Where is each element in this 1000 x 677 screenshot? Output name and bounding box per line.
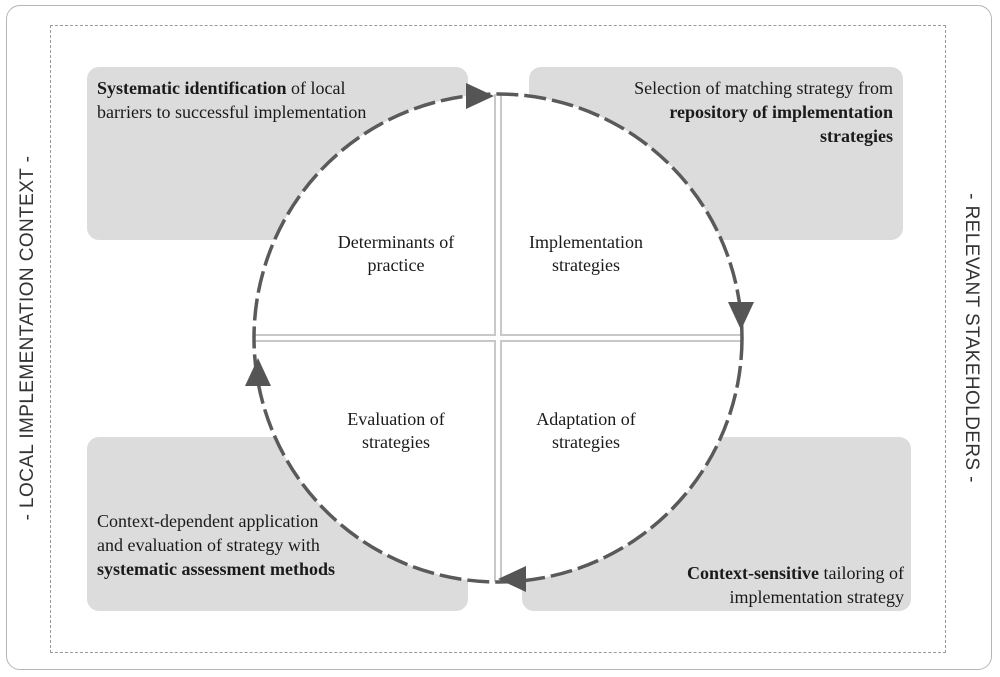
text-systematic-identification: Systematic identification of local barri…	[97, 76, 367, 124]
quadrant-determinants-line2: practice	[367, 255, 425, 275]
text-tailoring: Context-sensitive tailoring of implement…	[620, 561, 904, 609]
quadrant-evaluation-line2: strategies	[362, 432, 430, 452]
text-strategy-selection-lead: Selection of matching strategy from	[634, 78, 893, 98]
text-evaluation: Context-dependent application and evalua…	[97, 509, 347, 581]
text-evaluation-lead: Context-dependent application and evalua…	[97, 511, 320, 555]
outer-frame	[6, 5, 992, 670]
inner-dashed-frame	[50, 25, 946, 653]
quadrant-implementation-strategies: Implementation strategies	[496, 231, 676, 277]
local-implementation-context-label: - LOCAL IMPLEMENTATION CONTEXT -	[17, 155, 38, 521]
text-tailoring-rest: tailoring of implementation strategy	[729, 563, 904, 607]
quadrant-adaptation-line1: Adaptation of	[536, 409, 636, 429]
quadrant-implementation-line2: strategies	[552, 255, 620, 275]
quadrant-implementation-line1: Implementation	[529, 232, 643, 252]
quadrant-evaluation-of-strategies: Evaluation of strategies	[306, 408, 486, 454]
text-strategy-selection-bold: repository of implementation strategies	[669, 102, 893, 146]
text-systematic-identification-bold: Systematic identification	[97, 78, 287, 98]
text-evaluation-bold: systematic assessment methods	[97, 559, 335, 579]
quadrant-determinants-line1: Determinants of	[337, 232, 455, 252]
text-tailoring-bold: Context-sensitive	[687, 563, 820, 583]
quadrant-determinants-of-practice: Determinants of practice	[306, 231, 486, 277]
quadrant-adaptation-line2: strategies	[552, 432, 620, 452]
relevant-stakeholders-label: - RELEVANT STAKEHOLDERS -	[961, 193, 982, 483]
quadrant-adaptation-of-strategies: Adaptation of strategies	[496, 408, 676, 454]
text-strategy-selection: Selection of matching strategy from repo…	[600, 76, 893, 148]
quadrant-evaluation-line1: Evaluation of	[347, 409, 445, 429]
